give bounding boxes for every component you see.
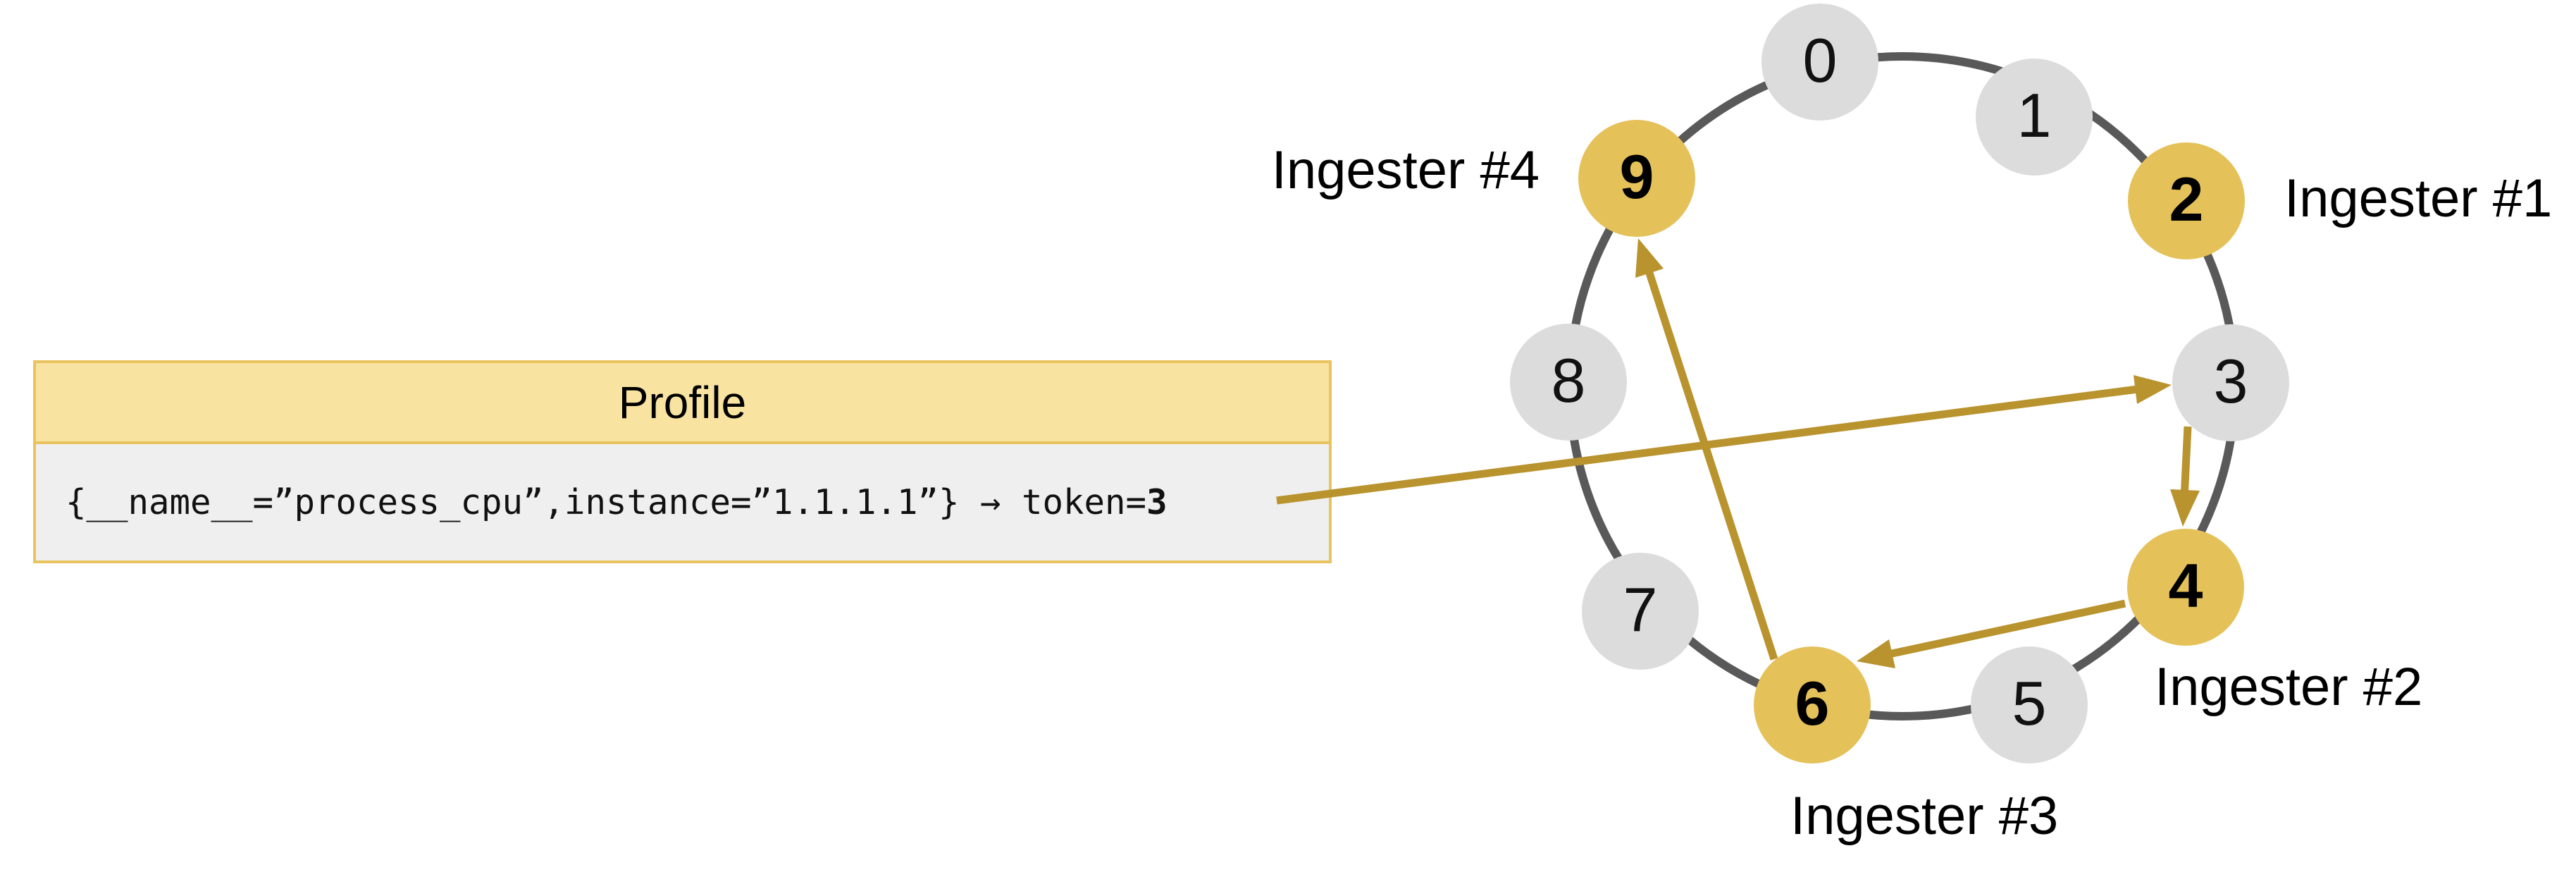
token-label: 6 bbox=[1795, 668, 1830, 738]
ring-node-token-3: 3 bbox=[2172, 324, 2289, 441]
ring-node-token-5: 5 bbox=[1971, 646, 2088, 763]
token-label: 0 bbox=[1802, 25, 1838, 95]
arrow-token3-to-token4-line bbox=[2180, 426, 2192, 499]
ring-node-token-9-ingester-4: 9 bbox=[1578, 120, 1695, 237]
profile-card-header: Profile bbox=[36, 363, 1329, 444]
maps-to-arrow: → bbox=[959, 482, 1022, 522]
token-prefix: token= bbox=[1022, 482, 1147, 522]
ring-node-token-1: 1 bbox=[1976, 59, 2093, 176]
ring-node-token-7: 7 bbox=[1582, 553, 1699, 670]
ingester-2-label: Ingester #2 bbox=[2155, 657, 2423, 717]
arrow-profile-to-token3-line bbox=[1276, 384, 2144, 505]
ring-node-token-0: 0 bbox=[1761, 4, 1878, 121]
ring-node-token-2-ingester-1: 2 bbox=[2128, 142, 2245, 259]
profile-card-title: Profile bbox=[618, 376, 747, 428]
token-label: 4 bbox=[2168, 551, 2203, 620]
series-to-token-mapping: {__name__=”process_cpu”,instance=”1.1.1.… bbox=[66, 482, 1168, 522]
token-label: 3 bbox=[2213, 346, 2248, 416]
ring-node-token-4-ingester-2: 4 bbox=[2127, 529, 2244, 646]
ingester-1-label: Ingester #1 bbox=[2284, 168, 2553, 228]
series-selector: {__name__=”process_cpu”,instance=”1.1.1.… bbox=[66, 482, 960, 522]
ring-node-token-6-ingester-3: 6 bbox=[1754, 646, 1871, 763]
arrow-token3-to-token4-head bbox=[2170, 489, 2200, 527]
arrow-profile-to-token3-head bbox=[2134, 375, 2172, 404]
arrow-token4-to-token6-head bbox=[1857, 639, 1895, 668]
profile-card: Profile {__name__=”process_cpu”,instance… bbox=[33, 360, 1332, 563]
ingester-3-label: Ingester #3 bbox=[1790, 786, 2059, 846]
token-label: 1 bbox=[2017, 80, 2052, 150]
ingester-4-label: Ingester #4 bbox=[1271, 140, 1540, 200]
profile-card-body: {__name__=”process_cpu”,instance=”1.1.1.… bbox=[36, 444, 1329, 560]
arrow-token4-to-token6-line bbox=[1884, 599, 2126, 659]
ring-node-token-8: 8 bbox=[1510, 324, 1627, 441]
token-label: 7 bbox=[1623, 575, 1658, 644]
token-value: 3 bbox=[1146, 482, 1168, 522]
token-label: 9 bbox=[1619, 142, 1654, 211]
token-label: 5 bbox=[2012, 668, 2047, 738]
arrow-token6-to-token9-head bbox=[1635, 238, 1664, 278]
token-label: 2 bbox=[2169, 164, 2204, 234]
token-label: 8 bbox=[1551, 345, 1586, 415]
